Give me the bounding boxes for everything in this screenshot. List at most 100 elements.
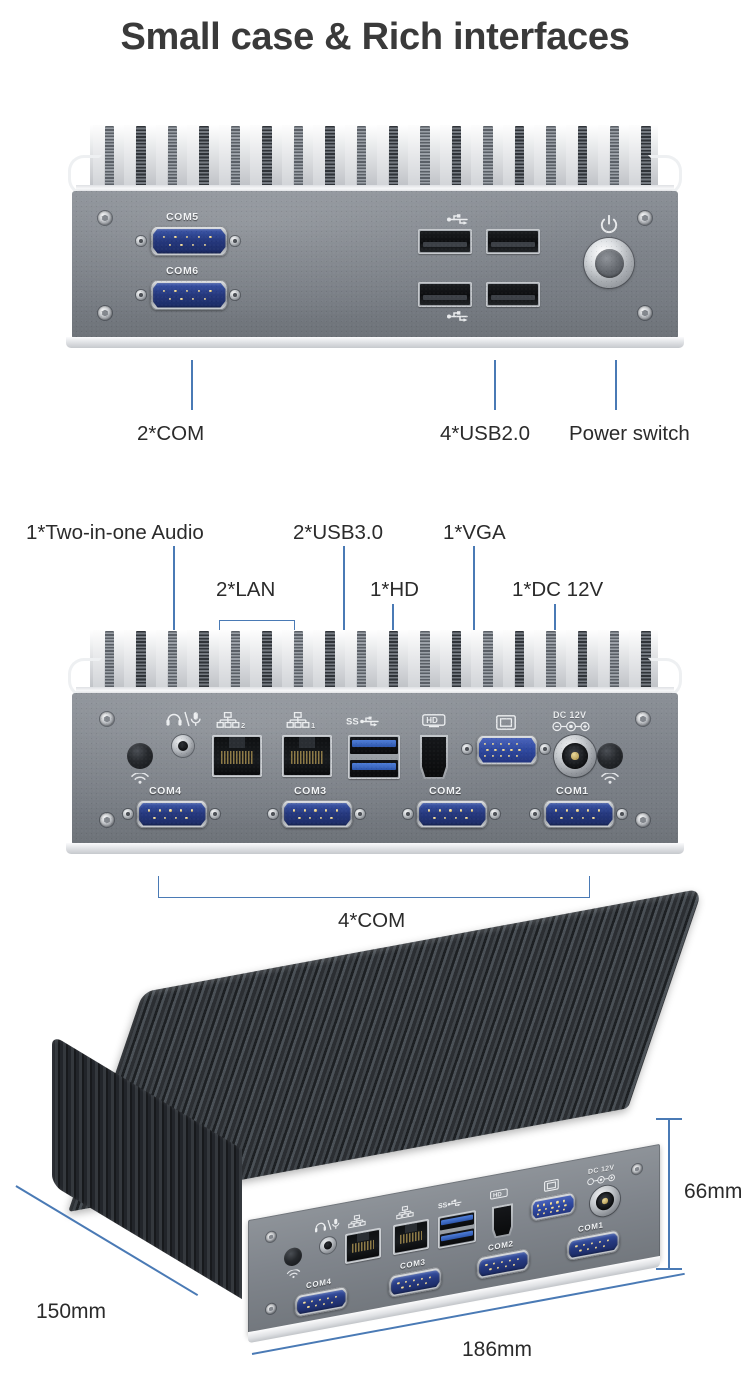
case-hook-right-front xyxy=(648,155,682,195)
com2-silkscreen-label: COM2 xyxy=(429,785,462,797)
case-hook-left-rear xyxy=(68,658,102,697)
lan2-silkscreen-number: 2 xyxy=(241,721,246,730)
iso-audio-jack xyxy=(320,1235,336,1255)
dim-height-label: 66mm xyxy=(684,1180,743,1203)
iso-rear-faceplate: SS HD xyxy=(248,1143,660,1337)
dc-polarity-icon xyxy=(552,721,592,732)
rear-faceplate: 2 1 xyxy=(72,693,678,845)
hdmi-port xyxy=(420,735,448,779)
callout-audio: 1*Two-in-one Audio xyxy=(26,521,204,544)
case-top-rail-front xyxy=(76,185,674,194)
iso-lan-icon-1 xyxy=(396,1204,414,1220)
leader-2com xyxy=(191,360,193,410)
dim-height-cap-bottom xyxy=(656,1268,682,1270)
screw-rear-top-left xyxy=(100,712,114,726)
hdmi-hd-icon: HD xyxy=(422,714,446,728)
iso-headphone-mic-icon xyxy=(314,1217,342,1234)
callout-power-switch: Power switch xyxy=(569,422,690,445)
lan-port-2 xyxy=(212,735,262,777)
vga-screw-right xyxy=(540,744,550,754)
iso-vga-monitor-icon xyxy=(544,1178,559,1193)
front-faceplate: COM5 xyxy=(72,191,678,339)
usb3-stacked-ports xyxy=(348,735,400,779)
com5-silkscreen-label: COM5 xyxy=(166,211,199,223)
svg-text:SS: SS xyxy=(346,717,359,728)
com6-port xyxy=(150,280,228,310)
usb2-port-1 xyxy=(418,229,472,254)
com1-screw-right xyxy=(617,809,627,819)
dc-power-jack xyxy=(554,735,596,777)
screw-rear-bottom-left xyxy=(100,813,114,827)
case-bottom-lip-rear xyxy=(66,843,684,854)
usb2-port-2 xyxy=(486,229,540,254)
com4-screw-left xyxy=(123,809,133,819)
dim-width-label: 186mm xyxy=(462,1338,533,1361)
iso-antenna-hole-left xyxy=(284,1246,302,1268)
iso-lan-port-1 xyxy=(393,1218,429,1256)
screw-rear-bottom-right xyxy=(636,813,650,827)
rear-panel-device: 2 1 xyxy=(62,630,688,870)
front-panel-device: COM5 xyxy=(62,125,688,360)
callout-4com: 4*COM xyxy=(338,909,406,932)
svg-text:HD: HD xyxy=(493,1192,502,1200)
isometric-device-view: SS HD xyxy=(30,888,703,1344)
com5-screw-right xyxy=(230,236,240,246)
callout-1hd: 1*HD xyxy=(370,578,419,601)
iso-com4-port xyxy=(294,1285,348,1318)
iso-hdmi-port xyxy=(492,1203,513,1239)
com2-screw-right xyxy=(490,809,500,819)
dim-depth-label: 150mm xyxy=(36,1300,107,1323)
com3-screw-right xyxy=(355,809,365,819)
antenna-hole-right xyxy=(597,743,623,769)
com5-screw-left xyxy=(136,236,146,246)
callout-2com: 2*COM xyxy=(137,422,205,445)
callout-4usb20: 4*USB2.0 xyxy=(440,422,531,445)
leader-4usb20 xyxy=(494,360,496,410)
com1-screw-left xyxy=(530,809,540,819)
heatsink-fins-rear xyxy=(90,630,658,694)
com1-silkscreen-label: COM1 xyxy=(556,785,589,797)
com6-screw-left xyxy=(136,290,146,300)
com2-port xyxy=(416,800,488,828)
usb3-superspeed-icon: SS xyxy=(346,714,382,728)
com6-silkscreen-label: COM6 xyxy=(166,265,199,277)
power-switch-button[interactable] xyxy=(584,238,634,288)
wifi-icon-right xyxy=(600,773,620,784)
vga-screw-left xyxy=(462,744,472,754)
leader-power-switch xyxy=(615,360,617,410)
screw-rear-top-right xyxy=(636,712,650,726)
usb-icon-top xyxy=(446,213,472,226)
com4-silkscreen-label: COM4 xyxy=(149,785,182,797)
callout-2lan: 2*LAN xyxy=(216,578,276,601)
screw-front-bottom-left xyxy=(98,306,112,320)
case-hook-left-front xyxy=(68,155,102,195)
vga-port xyxy=(476,735,538,765)
bracket-4com xyxy=(158,876,590,898)
iso-lan-icon-2 xyxy=(348,1213,366,1229)
vga-monitor-icon xyxy=(496,715,516,730)
iso-com3-port xyxy=(388,1266,442,1299)
lan1-silkscreen-number: 1 xyxy=(311,721,316,730)
iso-wifi-icon xyxy=(286,1268,301,1280)
iso-hdmi-hd-icon: HD xyxy=(490,1188,508,1201)
iso-vga-port xyxy=(530,1191,576,1222)
iso-screw-top-left xyxy=(266,1230,276,1243)
lan-icon-2 xyxy=(216,712,240,728)
iso-usb3-icon: SS xyxy=(438,1196,464,1211)
com6-screw-right xyxy=(230,290,240,300)
callout-1dc12v: 1*DC 12V xyxy=(512,578,604,601)
case-top-rail-rear xyxy=(76,687,674,696)
usb2-port-3 xyxy=(418,282,472,307)
iso-screw-top-right xyxy=(632,1163,642,1176)
com3-port xyxy=(281,800,353,828)
callout-1vga: 1*VGA xyxy=(443,521,506,544)
iso-dc-power-jack xyxy=(590,1183,620,1219)
dim-height-cap-top xyxy=(656,1118,682,1120)
case-bottom-lip-front xyxy=(66,337,684,348)
iso-lan-port-2 xyxy=(345,1227,381,1265)
svg-text:SS: SS xyxy=(438,1202,448,1211)
com3-silkscreen-label: COM3 xyxy=(294,785,327,797)
audio-combo-jack xyxy=(172,735,194,757)
svg-text:HD: HD xyxy=(426,716,438,725)
